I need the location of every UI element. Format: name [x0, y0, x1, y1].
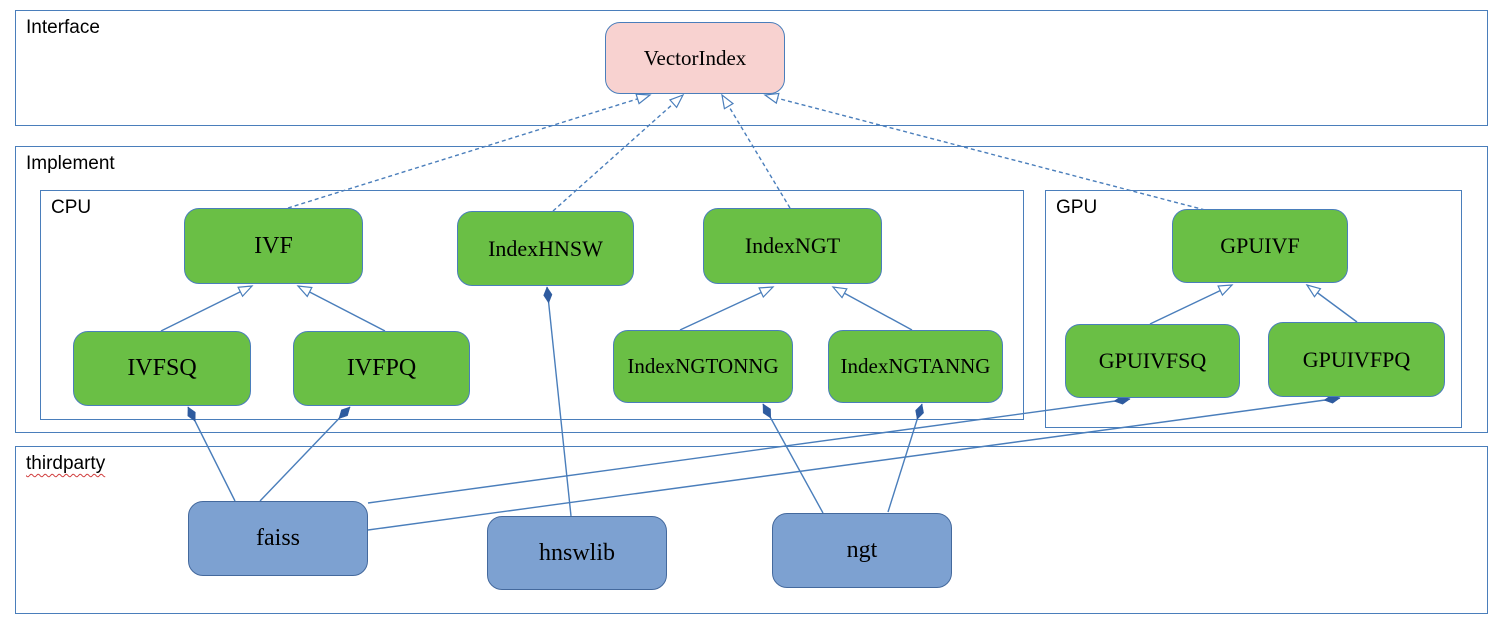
node-vectorindex-label: VectorIndex — [643, 45, 747, 70]
node-ngt: ngt — [772, 513, 952, 588]
node-ivf-label: IVF — [254, 232, 293, 259]
edge-faiss-ivfsq — [187, 407, 236, 502]
node-indexngt-label: IndexNGT — [744, 233, 841, 258]
node-gpuivfsq-label: GPUIVFSQ — [1098, 348, 1207, 373]
edge-ngt-indexngtanng — [887, 404, 922, 513]
edge-ivfpq-ivf — [296, 285, 386, 332]
node-ngt-label: ngt — [846, 537, 878, 563]
implement-label: Implement — [26, 153, 115, 174]
edge-ivf-vectorindex — [287, 93, 652, 209]
implement-container: Implement — [15, 146, 1488, 433]
cpu-label: CPU — [51, 197, 92, 218]
node-indexngtanng-label: IndexNGTANNG — [840, 354, 991, 378]
node-ivf: IVF — [184, 208, 363, 284]
gpu-label: GPU — [1056, 197, 1098, 218]
node-faiss: faiss — [188, 501, 368, 576]
node-hnswlib-label: hnswlib — [538, 539, 615, 566]
node-gpuivf: GPUIVF — [1172, 209, 1348, 283]
edge-hnswlib-indexhnsw — [547, 287, 572, 517]
edge-indexngtanng-indexngt — [831, 286, 913, 331]
cpu-container: CPU — [40, 190, 1024, 420]
edge-faiss-ivfpq — [259, 406, 351, 502]
edge-indexngt-vectorindex — [721, 93, 791, 209]
interface-label: Interface — [26, 17, 100, 38]
node-indexhnsw: IndexHNSW — [457, 211, 634, 286]
interface-container: Interface — [15, 10, 1488, 126]
edge-ivfsq-ivf — [160, 285, 254, 332]
node-hnswlib: hnswlib — [487, 516, 667, 590]
node-vectorindex: VectorIndex — [605, 22, 785, 94]
edge-indexhnsw-vectorindex — [552, 93, 685, 212]
node-gpuivfpq: GPUIVFPQ — [1268, 322, 1445, 397]
edge-faiss-gpuivfpq — [367, 398, 1340, 531]
node-indexngtonng: IndexNGTONNG — [613, 330, 793, 403]
node-gpuivf-label: GPUIVF — [1220, 233, 1300, 258]
node-indexhnsw-label: IndexHNSW — [488, 235, 603, 261]
edge-gpuivfsq-gpuivf — [1149, 284, 1234, 325]
node-gpuivfpq-label: GPUIVFPQ — [1302, 346, 1411, 372]
edge-ngt-indexngtonng — [762, 404, 824, 514]
node-ivfpq: IVFPQ — [293, 331, 470, 406]
node-indexngtonng-label: IndexNGTONNG — [627, 354, 779, 378]
edge-gpuivfpq-gpuivf — [1305, 284, 1358, 323]
thirdparty-container: thirdparty — [15, 446, 1488, 614]
edge-faiss-gpuivfsq — [367, 399, 1130, 504]
edge-indexngtonng-indexngt — [679, 286, 775, 331]
node-ivfsq: IVFSQ — [73, 331, 251, 406]
node-indexngt: IndexNGT — [703, 208, 882, 284]
node-ivfpq-label: IVFPQ — [346, 355, 417, 381]
edge-gpuivf-vectorindex — [763, 92, 1206, 211]
node-faiss-label: faiss — [256, 525, 300, 551]
thirdparty-label: thirdparty — [26, 453, 106, 474]
node-ivfsq-label: IVFSQ — [127, 355, 197, 381]
node-gpuivfsq: GPUIVFSQ — [1065, 324, 1240, 398]
gpu-container: GPU — [1045, 190, 1462, 428]
node-indexngtanng: IndexNGTANNG — [828, 330, 1003, 403]
